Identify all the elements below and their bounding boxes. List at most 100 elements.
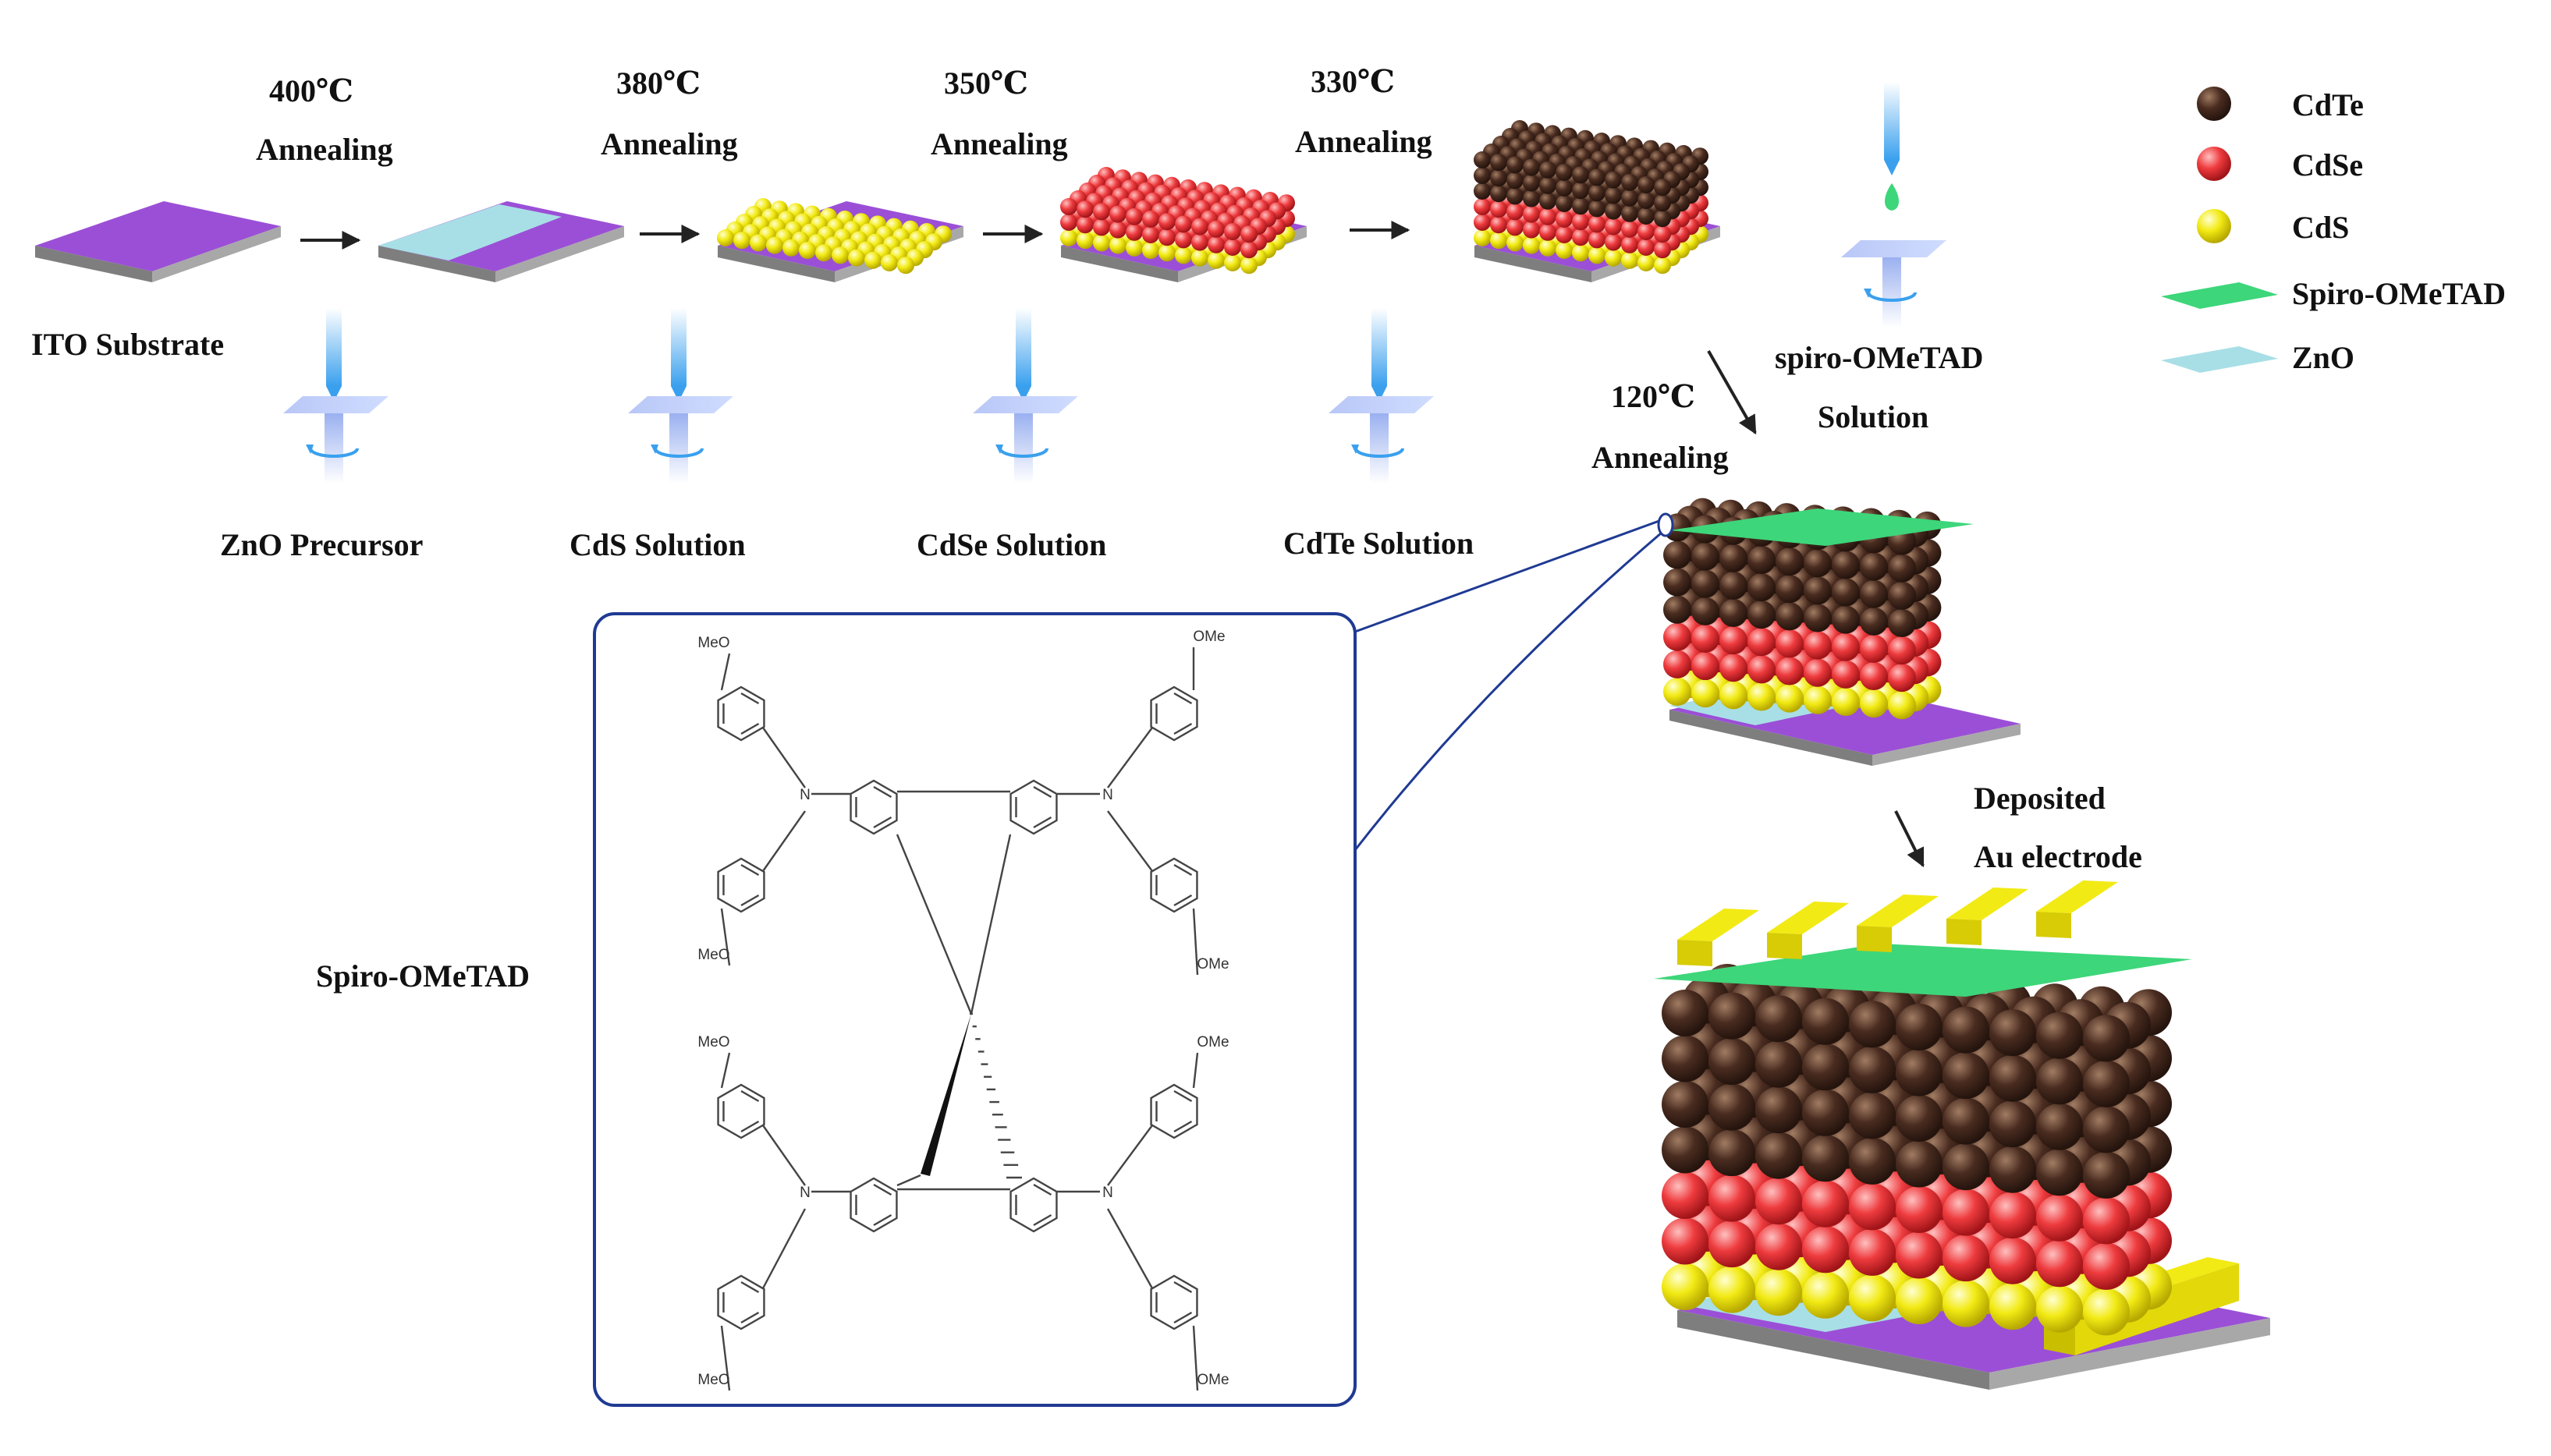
cds-particle	[1637, 254, 1655, 271]
cdse-particle	[1804, 658, 1832, 687]
au-strip	[1946, 887, 2028, 920]
cdse-particle	[1943, 1189, 1989, 1236]
cdte-particle	[1755, 1086, 1802, 1134]
cds-particle	[1490, 232, 1507, 250]
process-arrows	[300, 221, 1925, 868]
cdse-particle	[1224, 239, 1241, 256]
atom-label: OMe	[1193, 629, 1225, 645]
methoxyphenyl-ring	[717, 1083, 765, 1139]
cds-solution-label: CdS Solution	[569, 527, 746, 562]
cdse-particle	[1060, 198, 1077, 215]
cdte-particle	[1776, 602, 1804, 631]
cdse-particle	[1802, 1180, 1849, 1228]
ito-substrate-label: ITO Substrate	[31, 327, 224, 362]
cdte-particle	[1691, 542, 1719, 571]
aromatic-bond	[740, 1120, 760, 1133]
cdte-particle	[2036, 1057, 2083, 1105]
spin-plate	[973, 396, 1078, 413]
spiro-bond	[896, 834, 973, 1015]
bond	[720, 1325, 731, 1391]
cdte-particle	[1556, 179, 1573, 197]
aromatic-bond	[740, 863, 760, 877]
cds-particle	[1224, 254, 1241, 271]
cdte-particle	[1663, 540, 1691, 569]
atom-label: MeO	[697, 635, 729, 651]
cdse-particle	[1989, 1192, 2036, 1239]
cdte-particle	[2083, 1015, 2130, 1062]
cdse-particle	[1474, 198, 1491, 215]
bond	[762, 727, 806, 788]
cdte-particle	[1708, 992, 1755, 1040]
cdse-particle	[1523, 221, 1540, 239]
aromatic-bond	[1173, 863, 1193, 877]
cdse-particle	[1755, 1223, 1802, 1270]
atom-label: N	[800, 1185, 811, 1201]
au-strip-side	[1767, 933, 1802, 959]
cdse-particle	[2083, 1197, 2130, 1245]
bond	[720, 1052, 731, 1089]
cdte-particle	[1747, 545, 1776, 574]
cdte-particle	[1896, 1049, 1943, 1096]
cds-particle	[1888, 691, 1916, 720]
cds-particle	[1747, 682, 1776, 711]
cdte-film-stack	[1474, 120, 1720, 282]
cdte-particle	[1662, 990, 1708, 1036]
cdse-film-stack	[1060, 167, 1307, 282]
zoom-focus-ring	[1657, 512, 1674, 537]
cdse-particle	[1556, 226, 1573, 243]
cds-particle	[1474, 229, 1491, 246]
cdse-particle	[1663, 622, 1691, 651]
spin-plate	[1841, 240, 1946, 257]
cdse-particle	[1109, 205, 1126, 223]
cdse-particle	[1747, 628, 1776, 657]
cds-particle	[1691, 679, 1719, 708]
cds-particle	[1093, 234, 1110, 252]
atom-label: MeO	[697, 947, 729, 963]
cdte-particle	[1755, 995, 1802, 1043]
fluorene-ring-right	[1009, 1177, 1058, 1233]
cdte-particle	[1989, 1054, 2036, 1102]
cdse-particle	[1896, 1231, 1943, 1279]
bond	[720, 908, 731, 966]
cdse-particle	[1109, 221, 1126, 239]
dropper-tip	[326, 386, 342, 402]
cdse-particle	[1654, 225, 1671, 243]
bond	[1192, 908, 1199, 976]
solution-labels: ZnO Precursor CdS Solution CdSe Solution…	[220, 526, 1474, 562]
cdse-particle	[1093, 218, 1110, 236]
cdte-particle	[1888, 554, 1916, 583]
cdse-particle	[1943, 1235, 1989, 1282]
step4-action: Annealing	[1295, 124, 1432, 159]
aromatic-bond	[1033, 816, 1052, 829]
dropper	[1016, 308, 1031, 386]
cdse-particle	[1637, 239, 1655, 256]
cds-particle	[1719, 681, 1747, 710]
cdse-particle	[1240, 225, 1258, 243]
cds-particle	[1523, 236, 1540, 254]
bond	[1192, 1325, 1199, 1391]
cdte-particle	[1621, 189, 1638, 207]
cdse-particle	[1989, 1237, 2036, 1284]
cdse-particle	[1191, 218, 1208, 236]
cds-particle	[1556, 242, 1573, 259]
cdte-particle	[1490, 185, 1507, 203]
cdte-particle	[1804, 604, 1832, 632]
cdte-particle	[1802, 1135, 1849, 1182]
cdse-particle	[1572, 228, 1589, 246]
cds-particle	[1989, 1283, 2036, 1330]
cdse-particle	[1621, 220, 1638, 238]
cds-particle	[1060, 229, 1077, 246]
cdte-particle	[1506, 156, 1524, 174]
atom-label: MeO	[697, 1034, 729, 1050]
cds-particle	[1802, 1271, 1849, 1319]
cdte-particle	[1621, 173, 1638, 191]
dropper-tip	[671, 386, 687, 402]
cdte-particle	[1490, 169, 1507, 187]
cdte-particle	[1804, 576, 1832, 605]
bond	[720, 653, 731, 691]
step3-temperature: 350℃	[944, 66, 1028, 101]
aromatic-bond	[740, 1311, 760, 1324]
legend-cdte-label: CdTe	[2292, 87, 2364, 122]
cdte-particle	[1989, 1100, 2036, 1148]
au-strip	[1677, 909, 1759, 941]
